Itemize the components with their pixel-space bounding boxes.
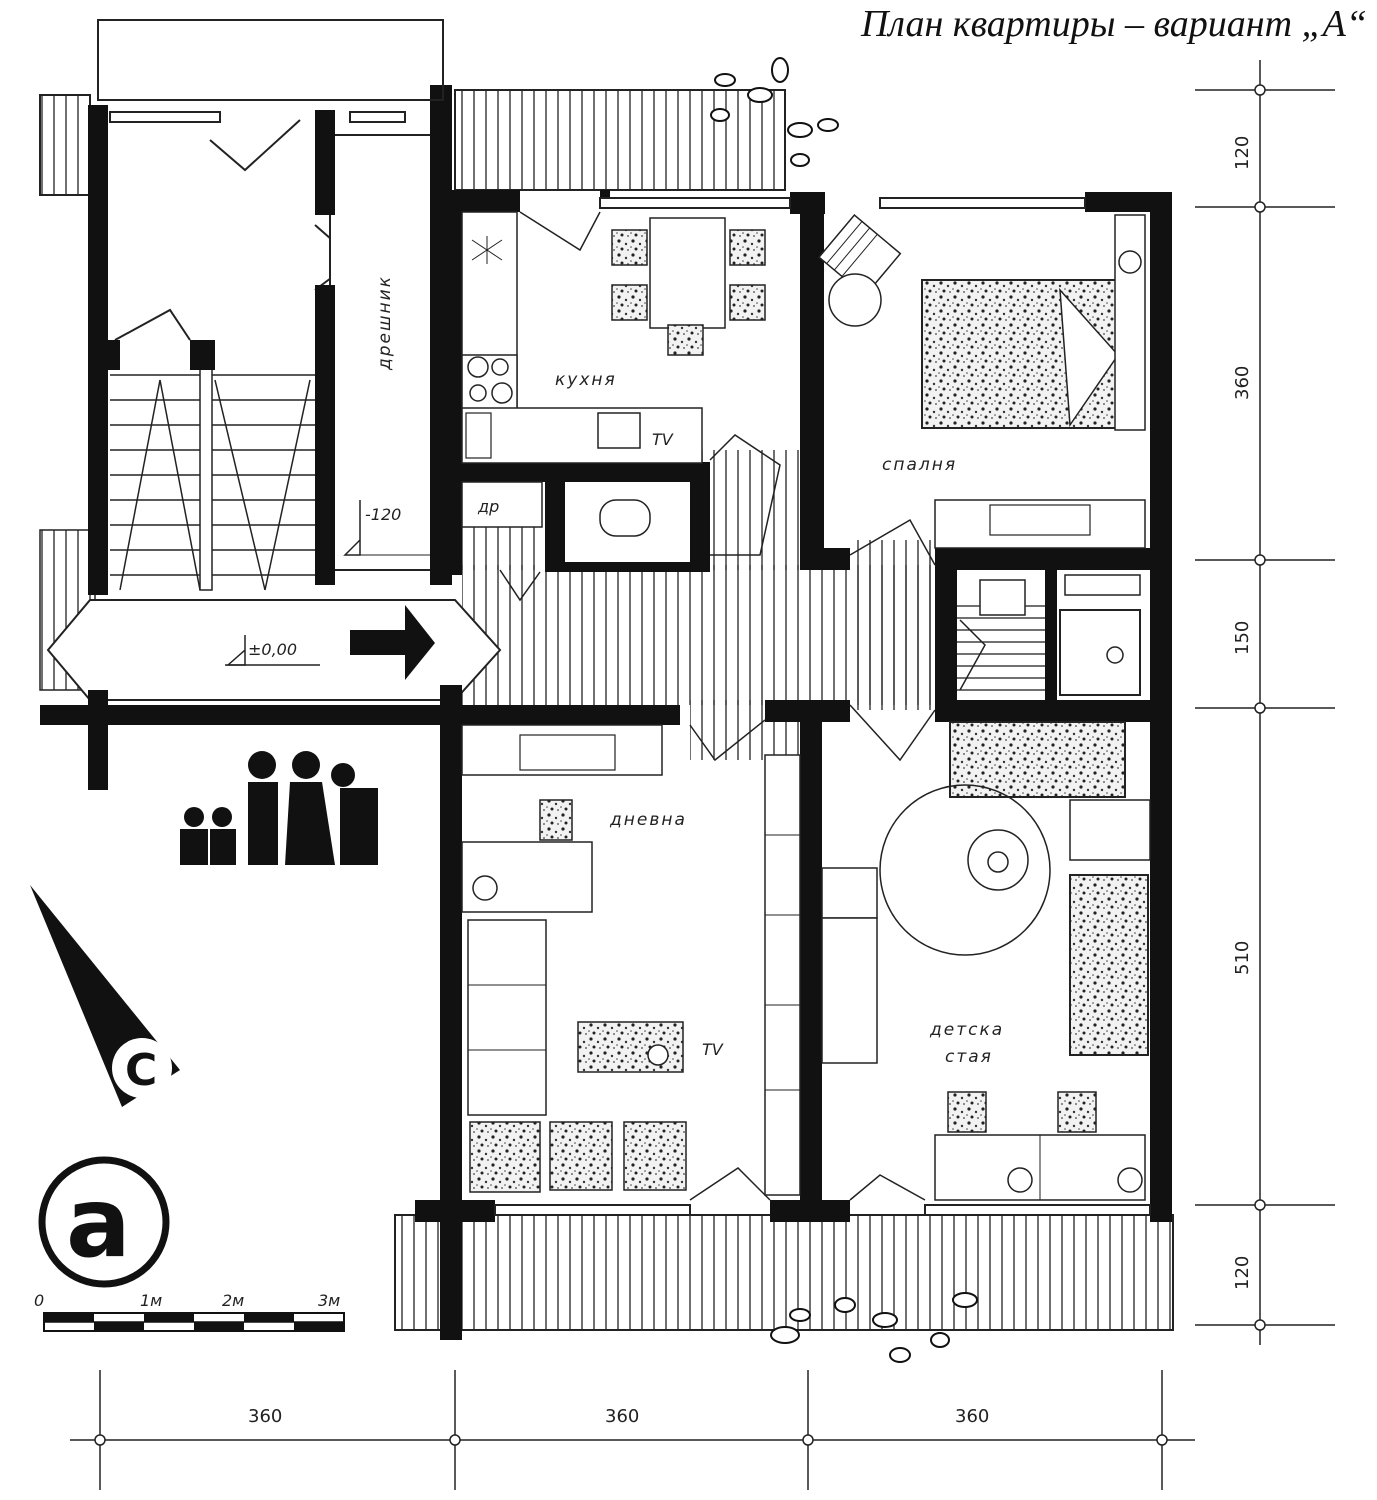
scale-label-3: 3м: [318, 1291, 340, 1310]
north-letter: С: [125, 1045, 157, 1096]
living-room-label: дневна: [609, 810, 687, 830]
walls: [40, 85, 1172, 1340]
bathroom: [979, 574, 1141, 696]
people-icon: [180, 751, 378, 865]
scale-label-0: 0: [34, 1291, 44, 1310]
stair-level-label: -120: [365, 505, 401, 524]
entry-arrow-icon: [350, 605, 435, 680]
dim-v-1: 120: [1232, 136, 1253, 170]
dr-label: др: [477, 497, 499, 516]
scale-label-2: 2м: [222, 1291, 244, 1310]
entry-landing: ±0,00: [46, 599, 502, 701]
dim-h-3: 360: [955, 1406, 989, 1427]
dim-v-5: 120: [1232, 1256, 1253, 1290]
kitchen: TV кухня: [461, 211, 766, 464]
landing-level-label: ±0,00: [248, 640, 297, 659]
plan-title: План квартиры – вариант „А“: [860, 3, 1367, 45]
pantry-room: дрешник -120: [329, 134, 441, 571]
dim-v-2: 360: [1232, 366, 1253, 400]
bedroom: спалня: [817, 213, 1146, 549]
scale-label-1: 1м: [140, 1291, 162, 1310]
variant-letter: а: [66, 1167, 131, 1279]
windows: [109, 111, 1151, 1216]
dim-v-3: 150: [1232, 621, 1253, 655]
horizontal-dimension-line: [70, 1370, 1195, 1490]
left-balcony-top: [39, 94, 91, 196]
dim-v-4: 510: [1232, 941, 1253, 975]
upper-frame: [97, 19, 444, 101]
bedroom-label: спалня: [882, 455, 957, 475]
door-swings: [499, 434, 986, 762]
scale-bar: 0 1м 2м 3м: [34, 1291, 345, 1332]
wc: др: [461, 481, 690, 562]
dim-h-2: 360: [605, 1406, 639, 1427]
plant-icon-bottom: [770, 1292, 978, 1363]
kitchen-tv-label: TV: [652, 430, 674, 449]
vertical-dimension-line: [1195, 60, 1335, 1345]
living-room: дневна TV: [461, 724, 801, 1201]
pantry-label: дрешник: [375, 275, 395, 371]
living-tv-label: TV: [702, 1040, 724, 1059]
plant-icon: [710, 57, 839, 167]
nursery-label-line1: детска: [929, 1020, 1004, 1040]
north-arrow-icon: С: [30, 885, 180, 1107]
bottom-balcony: [394, 1214, 1174, 1331]
nursery-label-line2: стая: [945, 1047, 993, 1067]
variant-badge: а: [38, 1156, 170, 1288]
dim-h-1: 360: [248, 1406, 282, 1427]
nursery: детска стая: [821, 721, 1151, 1201]
kitchen-label: кухня: [555, 370, 617, 390]
top-balcony: [454, 89, 786, 191]
